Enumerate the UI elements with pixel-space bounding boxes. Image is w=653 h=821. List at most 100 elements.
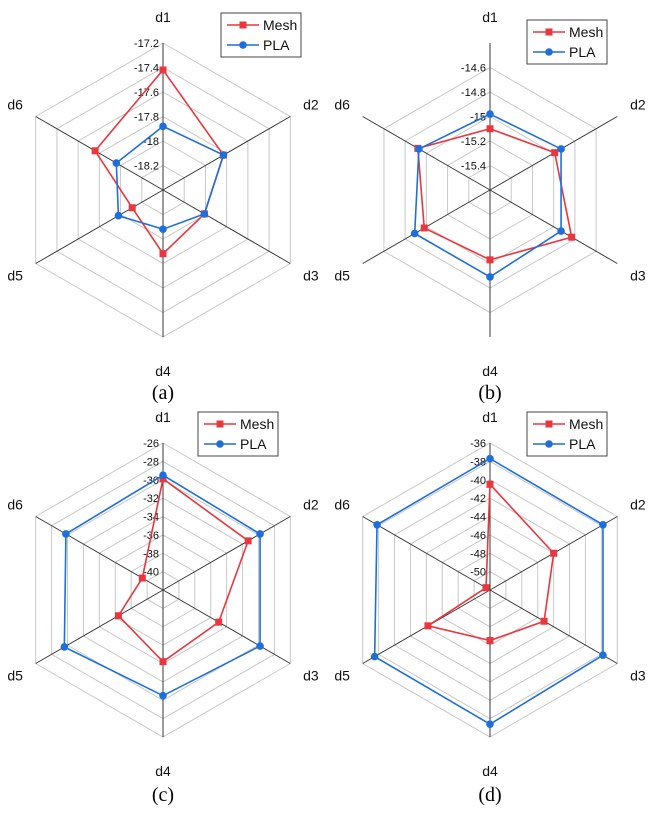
radial-tick-label: -18 [143,136,159,148]
radial-tick-label: -17.4 [134,63,159,75]
legend-marker-mesh [239,21,247,29]
radial-tick-label: -38 [470,456,486,468]
series-line-mesh [117,477,250,663]
series-line-mesh [425,482,555,642]
legend-label-mesh: Mesh [263,17,297,33]
point-pla-d2 [219,151,228,159]
axis-label-d5: d5 [7,668,23,684]
axis-label-d5: d5 [334,668,350,684]
legend-marker-mesh [545,28,553,36]
point-mesh-d3 [215,618,223,626]
point-pla-d5 [410,229,419,238]
axis-spoke [162,516,291,591]
point-pla-d4 [159,225,167,233]
point-mesh-d6 [138,574,146,582]
legend-label-pla: PLA [569,436,596,452]
point-mesh-d1 [486,480,494,488]
point-mesh-d4 [159,250,167,258]
legend-marker-pla [545,48,553,56]
radial-tick-label: -30 [143,475,159,487]
radial-tick-label: -32 [143,493,159,505]
point-pla-d4 [486,720,494,728]
point-pla-d2 [599,520,607,529]
axis-label-d5: d5 [334,268,350,284]
legend-label-mesh: Mesh [240,416,274,432]
point-mesh-d1 [486,125,494,133]
point-mesh-d2 [550,549,558,557]
point-pla-d5 [114,211,123,220]
point-mesh-d5 [128,204,136,212]
legend-box [526,411,608,457]
panel-caption: (c) [152,784,174,806]
point-mesh-d2 [551,149,559,157]
point-pla-d4 [159,691,167,700]
axis-label-d3: d3 [630,268,646,284]
axis-spoke [362,516,491,591]
point-pla-d4 [486,273,494,281]
series-line-pla [413,113,562,278]
point-pla-d5 [60,643,69,651]
axis-label-d2: d2 [630,497,646,513]
axis-label-d4: d4 [155,763,171,779]
point-mesh-d6 [91,147,99,155]
legend-label-pla: PLA [263,37,290,53]
panel-caption: (a) [152,382,174,404]
legend-box [526,19,608,65]
legend-marker-mesh [545,420,553,428]
point-pla-d6 [62,530,70,538]
point-pla-d1 [486,454,494,463]
point-mesh-d3 [568,233,576,241]
axis-label-d6: d6 [334,97,350,113]
axis-label-d2: d2 [303,497,319,513]
radial-tick-label: -14.6 [461,63,486,75]
radial-tick-label: -42 [470,493,486,505]
axis-label-d4: d4 [482,763,498,779]
point-pla-d5 [370,652,379,661]
point-mesh-d5 [420,224,428,232]
radial-tick-label: -18.2 [134,161,159,173]
axis-label-d1: d1 [155,409,171,425]
radial-tick-label: -28 [143,456,159,468]
panel-caption: (b) [478,382,501,404]
point-mesh-d4 [486,637,494,645]
point-pla-d1 [486,110,494,118]
axis-spoke [362,116,491,191]
radial-tick-label: -17.2 [134,38,159,50]
point-mesh-d1 [159,66,167,74]
legend-marker-pla [545,440,553,448]
series-line-mesh [417,127,573,261]
radial-tick-label: -46 [470,530,486,542]
axis-label-d5: d5 [7,268,23,284]
axis-label-d6: d6 [7,97,23,113]
point-pla-d1 [159,122,167,131]
axis-label-d2: d2 [303,97,319,113]
radial-tick-label: -14.8 [461,87,486,99]
point-pla-d3 [200,210,209,218]
point-pla-d3 [256,642,264,650]
axis-label-d4: d4 [155,363,171,379]
radial-tick-label: -15.2 [461,136,486,148]
point-pla-d6 [373,520,381,529]
legend-label-mesh: Mesh [569,24,603,40]
point-pla-d3 [557,227,565,235]
axis-label-d6: d6 [7,497,23,513]
axis-label-d4: d4 [482,363,498,379]
radial-tick-label: -36 [470,438,486,450]
legend-marker-pla [239,41,247,49]
axis-spoke [35,116,164,191]
radial-tick-label: -40 [143,567,159,579]
radial-tick-label: -50 [470,567,486,579]
radar-panel-1: -17.2-17.4-17.6-17.8-18-18.2d1d2d3d4d5d6… [7,9,319,404]
axis-spoke [489,589,618,664]
legend-marker-mesh [216,420,224,428]
axis-label-d2: d2 [630,97,646,113]
point-mesh-d4 [159,658,167,666]
axis-spoke [35,589,164,664]
axis-label-d6: d6 [334,497,350,513]
axis-spoke [489,189,618,264]
point-pla-d2 [256,530,264,538]
